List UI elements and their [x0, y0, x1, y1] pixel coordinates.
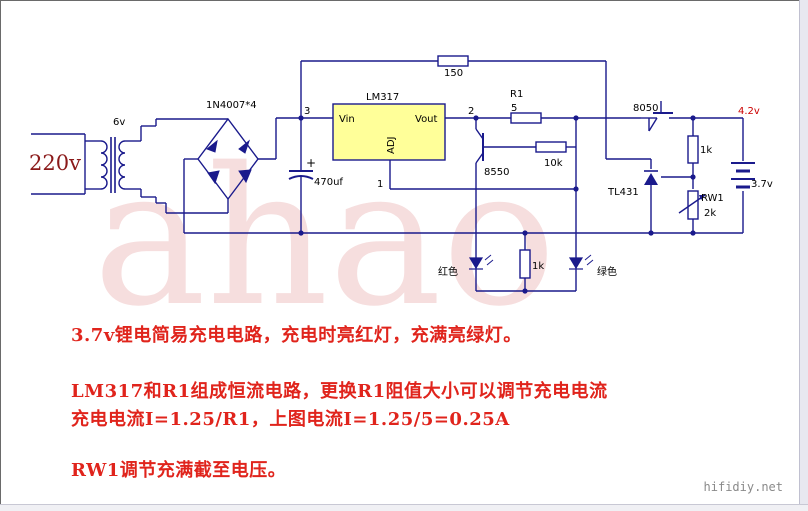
led-red-label: 红色 [438, 265, 458, 278]
transformer-voltage-label: 6v [113, 117, 125, 128]
regulator-adj: ADJ [386, 137, 397, 155]
npn-label: 8050 [633, 103, 658, 114]
r-1k-label: 1k [700, 145, 712, 156]
pnp-label: 8550 [484, 167, 509, 178]
pin1-label: 1 [377, 179, 383, 190]
lm317-body [332, 103, 446, 161]
pin2-label: 2 [468, 106, 474, 117]
battery-label: 3.7v [751, 179, 773, 190]
source-label: hifidiy.net [703, 480, 783, 494]
regulator-name: LM317 [366, 92, 399, 103]
scrollbar-vertical[interactable] [799, 0, 808, 511]
capacitor-label: 470uf [314, 177, 343, 188]
trimmer-name: RW1 [701, 193, 724, 204]
regulator-vout: Vout [415, 114, 438, 125]
r-base-label: 10k [544, 158, 563, 169]
bridge-label: 1N4007*4 [206, 100, 257, 111]
r1-value: 5 [511, 103, 517, 114]
note-line-4: RW1调节充满截至电压。 [71, 460, 287, 481]
watermark: ahao [93, 127, 556, 348]
shunt-label: TL431 [607, 187, 639, 198]
output-voltage-label: 4.2v [738, 106, 760, 117]
led-green-label: 绿色 [597, 265, 617, 278]
r-led-label: 1k [532, 261, 544, 272]
note-line-1: 3.7v锂电简易充电电路，充电时亮红灯，充满亮绿灯。 [71, 325, 522, 346]
capacitor-plus: + [306, 156, 316, 170]
r-top-label: 150 [444, 68, 463, 79]
regulator-vin: Vin [339, 114, 355, 125]
input-voltage-label: 220v [29, 151, 81, 175]
trimmer-value: 2k [704, 208, 716, 219]
scrollbar-horizontal[interactable] [0, 504, 808, 511]
note-line-2: LM317和R1组成恒流电路，更换R1阻值大小可以调节充电电流 [71, 381, 608, 402]
note-line-3: 充电电流I=1.25/R1，上图电流I=1.25/5=0.25A [71, 409, 510, 430]
pin3-label: 3 [304, 106, 310, 117]
r1-name: R1 [510, 89, 523, 100]
